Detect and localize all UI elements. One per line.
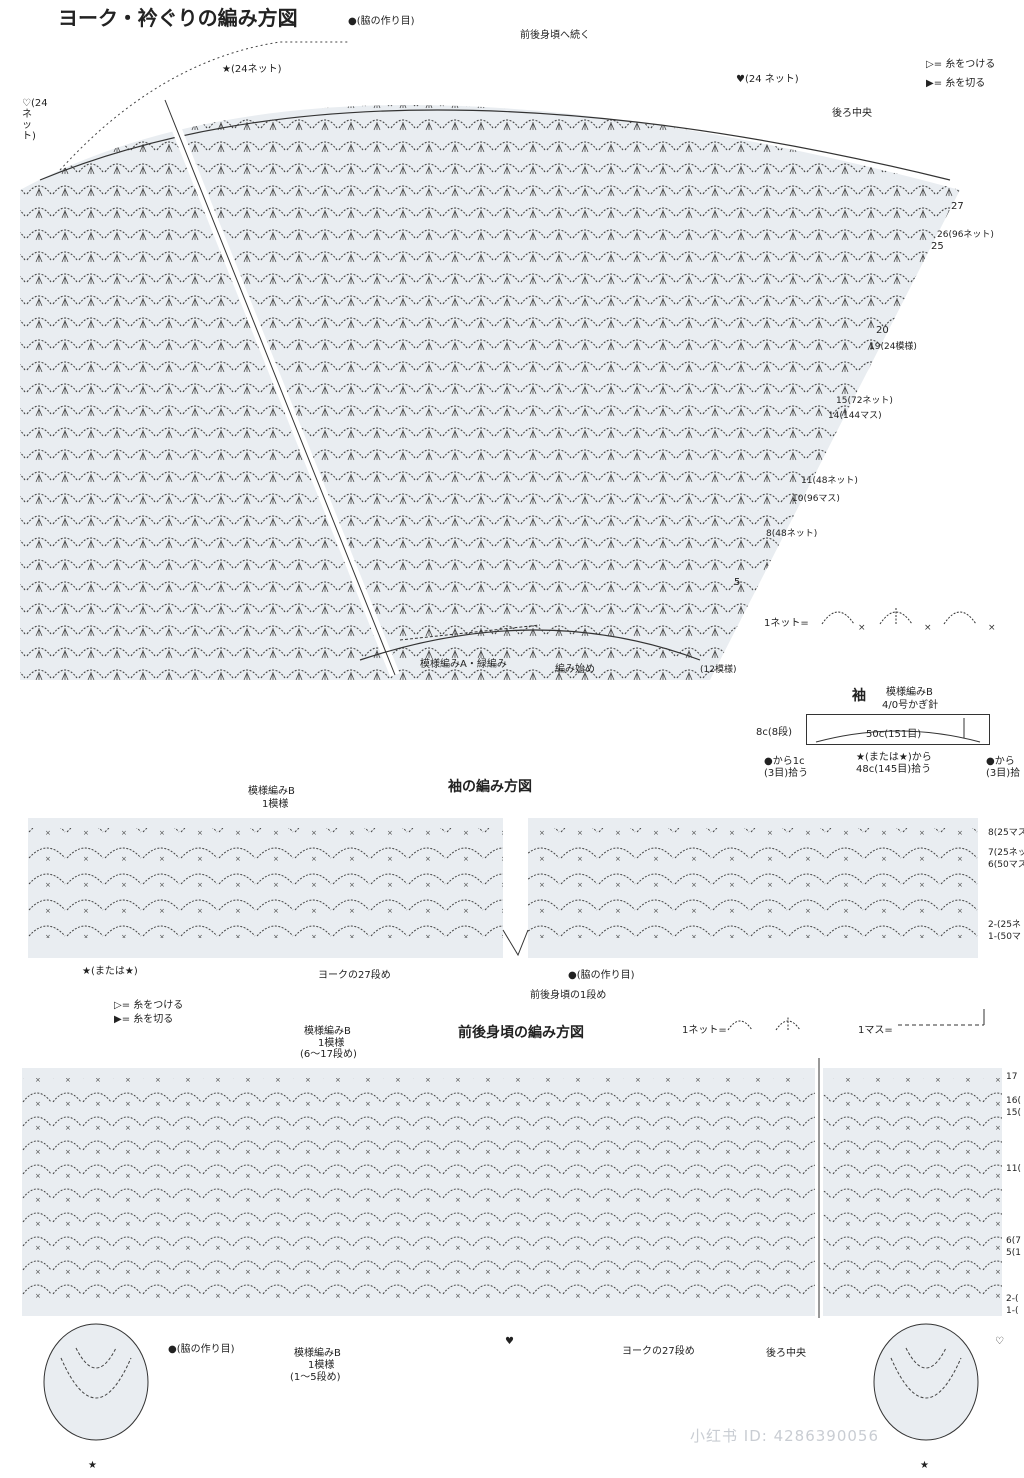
attach-yarn-icon: ▷ xyxy=(926,59,934,70)
sleeve-summary-pickup2: 48c(145目)拾う xyxy=(856,764,932,775)
body-row-2: 2-( xyxy=(1006,1294,1019,1304)
body-lace-chart: × xyxy=(22,1058,1002,1318)
sleeve-row-8: 8(25マス xyxy=(988,828,1024,838)
body-side-start-label: ●(脇の作り目) xyxy=(168,1344,235,1355)
armhole-left xyxy=(43,1323,149,1441)
body-star-left: ★ xyxy=(88,1460,97,1471)
cut-yarn-icon: ▶ xyxy=(114,1014,122,1025)
net-definition-symbol: × × × xyxy=(821,608,996,633)
sleeve-summary-rect xyxy=(806,714,990,745)
body-row-1: 1-( xyxy=(1006,1306,1019,1316)
sleeve-summary-pickup: ★(または★)から xyxy=(856,752,932,763)
body-mass-def: 1マス= xyxy=(858,1025,893,1036)
body-pattern-bottom: 模様編みB xyxy=(294,1348,341,1359)
body-range-top: (6〜17段め) xyxy=(300,1049,357,1060)
body-row-17: 17 xyxy=(1006,1072,1018,1082)
body-star-right: ★ xyxy=(920,1460,929,1471)
sleeve-repeat-label: 1模様 xyxy=(262,799,289,810)
yoke-net-12-label: (12模様) xyxy=(700,665,737,675)
body-legend-cut: ▶= 糸を切る xyxy=(114,1014,174,1025)
svg-text:×: × xyxy=(924,623,932,633)
body-heart-open-mark: ♡ xyxy=(995,1336,1004,1347)
body-pattern-label: 模様編みB xyxy=(304,1026,351,1037)
yoke-fan-diagram xyxy=(20,41,960,680)
sleeve-pattern-label: 模様編みB xyxy=(248,786,295,797)
yoke-start-label: 編み始め xyxy=(555,664,595,675)
body-net-def: 1ネット= xyxy=(682,1025,727,1036)
body-heart-mark: ♥ xyxy=(505,1336,514,1347)
sleeve-row-1: 1-(50マ xyxy=(988,932,1021,942)
yoke-heart-open-label: ♡(24ネット) xyxy=(22,98,48,142)
svg-text:×: × xyxy=(988,623,996,633)
body-repeat-bottom: 1模様 xyxy=(308,1360,335,1371)
body-row-5: 5(1 xyxy=(1006,1248,1021,1258)
legend-cut-yarn: ▶= 糸を切る xyxy=(926,78,986,89)
sleeve-summary-from-right2: (3目)拾 xyxy=(986,768,1021,779)
yoke-row-8: 8(48ネット) xyxy=(766,529,818,539)
sleeve-summary-title: 袖 xyxy=(852,688,866,704)
body-chart-title: 前後身頃の編み方図 xyxy=(458,1025,584,1041)
body-legend-attach: ▷= 糸をつける xyxy=(114,1000,184,1011)
yoke-side-start-label: ●(脇の作り目) xyxy=(348,16,415,27)
yoke-star-label: ★(24ネット) xyxy=(222,64,282,75)
sleeve-body-row-label: 前後身頃の1段め xyxy=(530,990,607,1001)
yoke-row-25: 25 xyxy=(931,241,944,252)
yoke-row-27: 27 xyxy=(951,201,964,212)
yoke-heart-label: ♥(24 ネット) xyxy=(736,74,799,85)
svg-text:×: × xyxy=(858,623,866,633)
body-row-11: 11( xyxy=(1006,1164,1021,1174)
body-net-symbol xyxy=(727,1017,801,1031)
armhole-right xyxy=(873,1323,979,1441)
sleeve-row-6: 6(50マス xyxy=(988,860,1024,870)
yoke-title: ヨーク・衿ぐりの編み方図 xyxy=(58,6,298,30)
body-row-15: 15( xyxy=(1006,1108,1021,1118)
yoke-net-def: 1ネット= xyxy=(764,618,809,629)
body-repeat-label: 1模様 xyxy=(318,1038,345,1049)
watermark: 小红书 ID: 4286390056 xyxy=(690,1427,879,1445)
yoke-row-14: 14(144マス) xyxy=(828,411,882,421)
attach-yarn-icon: ▷ xyxy=(114,1000,122,1011)
body-row-16: 16( xyxy=(1006,1096,1021,1106)
sleeve-lace-chart: × xyxy=(28,818,978,958)
sleeve-summary-rows: 8c(8段) xyxy=(756,727,793,738)
sleeve-star-label: ★(または★) xyxy=(82,966,138,977)
sleeve-summary-hook: 4/0号かぎ針 xyxy=(882,700,939,711)
sleeve-row-2: 2-(25ネ xyxy=(988,920,1021,930)
yoke-row-26: 26(96ネット) xyxy=(937,230,994,240)
sleeve-side-start-label: ●(脇の作り目) xyxy=(568,970,635,981)
sleeve-summary-from-left: ●から1c xyxy=(764,756,805,767)
yoke-continue-label: 前後身頃へ続く xyxy=(520,30,590,41)
cut-yarn-icon: ▶ xyxy=(926,78,934,89)
sleeve-summary-from-left2: (3目)拾う xyxy=(764,768,809,779)
body-yoke-row-label: ヨークの27段め xyxy=(622,1346,695,1357)
sleeve-row-7: 7(25ネッ xyxy=(988,848,1024,858)
sleeve-summary-pattern: 模様編みB xyxy=(886,687,933,698)
yoke-row-11: 11(48ネット) xyxy=(801,476,858,486)
sleeve-summary-width: 50c(151目) xyxy=(866,729,922,740)
body-range-bottom: (1〜5段め) xyxy=(290,1372,341,1383)
yoke-back-center-label: 後ろ中央 xyxy=(832,108,872,119)
yoke-row-10: 10(96マス) xyxy=(792,494,840,504)
sleeve-summary-from-right: ●から xyxy=(986,756,1015,767)
body-row-6: 6(7 xyxy=(1006,1236,1021,1246)
yoke-row-19: 19(24模様) xyxy=(869,342,917,352)
body-back-center-label: 後ろ中央 xyxy=(766,1348,806,1359)
body-mass-symbol xyxy=(898,1009,985,1026)
legend-attach-yarn: ▷= 糸をつける xyxy=(926,59,996,70)
sleeve-yoke-row-label: ヨークの27段め xyxy=(318,970,391,981)
yoke-pattern-label: 模様編みA・緑編み xyxy=(420,659,507,670)
sleeve-chart-title: 袖の編み方図 xyxy=(448,779,532,795)
yoke-row-15: 15(72ネット) xyxy=(836,396,893,406)
yoke-row-20: 20 xyxy=(876,325,889,336)
yoke-row-5: 5 xyxy=(734,577,741,588)
